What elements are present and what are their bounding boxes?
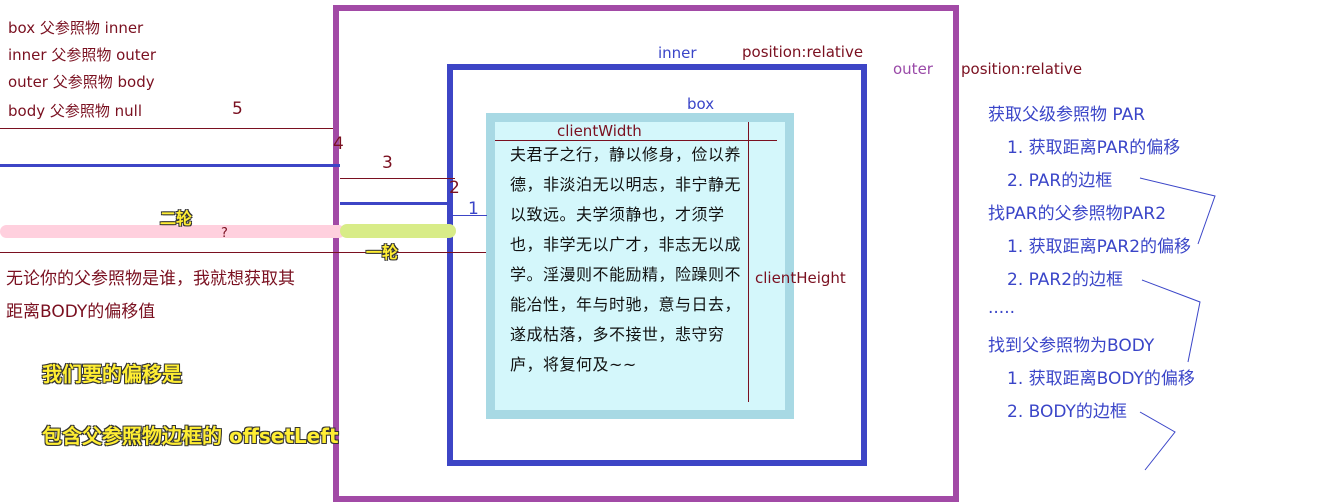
chain-line-body: body 父参照物 null	[8, 102, 142, 120]
right-connector-strokes	[1139, 177, 1216, 471]
second-round-label: 二轮	[160, 209, 193, 228]
chain-line-box: box 父参照物 inner	[8, 19, 144, 37]
note-line-2: 距离BODY的偏移值	[6, 302, 156, 322]
right-list-h3: 找到父参照物为BODY	[988, 336, 1155, 356]
note-underline	[0, 252, 486, 253]
first-round-label: 一轮	[366, 243, 399, 262]
highlight-line-2: 包含父参照物边框的 offsetLeft	[42, 424, 339, 448]
number-1: 1	[468, 199, 479, 219]
offset-line-5	[0, 128, 333, 129]
right-list-h2-item1: 1. 获取距离PAR2的偏移	[1007, 237, 1192, 257]
number-5: 5	[232, 99, 243, 119]
right-list-h3-item1: 1. 获取距离BODY的偏移	[1007, 369, 1195, 389]
client-width-line	[495, 140, 777, 141]
note-line-1: 无论你的父参照物是谁，我就想获取其	[6, 269, 295, 289]
right-list-h2-item2: 2. PAR2的边框	[1007, 270, 1124, 290]
second-round-bar	[0, 225, 345, 238]
chain-line-inner: inner 父参照物 outer	[8, 46, 157, 64]
poem-text: 夫君子之行，静以修身，俭以养德，非淡泊无以明志，非宁静无以致远。夫学须静也，才须…	[510, 145, 742, 374]
offset-line-3	[340, 178, 455, 179]
highlight-line-1: 我们要的偏移是	[42, 362, 182, 386]
right-list-h2: 找PAR的父参照物PAR2	[988, 204, 1167, 224]
number-2: 2	[449, 178, 460, 198]
right-list-h1-item2: 2. PAR的边框	[1007, 171, 1113, 191]
inner-position-label: position:relative	[742, 43, 864, 61]
chain-line-outer: outer 父参照物 body	[8, 73, 155, 91]
number-3: 3	[382, 153, 393, 173]
box-label: box	[687, 95, 715, 113]
right-list-h1-item1: 1. 获取距离PAR的偏移	[1007, 138, 1181, 158]
inner-box	[447, 64, 867, 466]
offset-line-2-blue	[340, 202, 450, 205]
box-element	[486, 113, 794, 419]
outer-position-label: position:relative	[961, 60, 1083, 78]
offset-line-4-blue	[0, 164, 340, 167]
inner-label: inner	[658, 44, 697, 62]
question-mark: ?	[221, 226, 228, 241]
client-height-line	[748, 122, 749, 402]
client-width-label: clientWidth	[557, 122, 642, 140]
right-list-h3-item2: 2. BODY的边框	[1007, 402, 1127, 422]
right-list-h1: 获取父级参照物 PAR	[988, 105, 1146, 125]
offset-line-1	[453, 215, 487, 216]
outer-box	[333, 5, 959, 502]
outer-label: outer	[893, 60, 933, 78]
right-list-dots: .....	[988, 298, 1016, 318]
number-4: 4	[333, 134, 344, 154]
client-height-label: clientHeight	[755, 269, 846, 287]
first-round-bar	[340, 224, 456, 238]
